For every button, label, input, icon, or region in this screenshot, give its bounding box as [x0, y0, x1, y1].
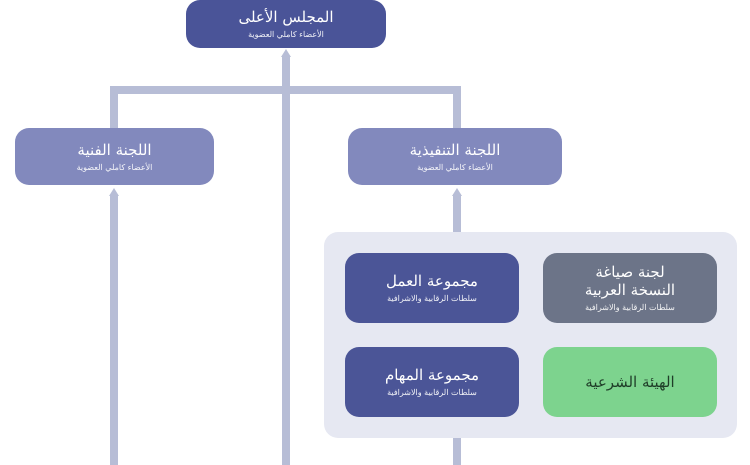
council-stem-connector — [282, 56, 290, 465]
technical-arrow-icon — [109, 188, 119, 196]
executive-committee-node[interactable]: اللجنة التنفيذية الأعضاء كاملي العضوية — [348, 128, 562, 185]
sharia-board-title: الهيئة الشرعية — [585, 373, 675, 391]
working-group-subtitle: سلطات الرقابية والاشرافية — [387, 294, 477, 303]
horizontal-branch-connector — [110, 86, 461, 94]
executive-committee-title: اللجنة التنفيذية — [409, 140, 501, 159]
executive-arrow-icon — [452, 188, 462, 196]
working-group-title: مجموعة العمل — [386, 272, 478, 290]
technical-committee-subtitle: الأعضاء كاملي العضوية — [76, 162, 153, 172]
executive-drop-connector — [453, 86, 461, 128]
task-group-node[interactable]: مجموعة المهام سلطات الرقابية والاشرافية — [345, 347, 519, 417]
technical-committee-node[interactable]: اللجنة الفنية الأعضاء كاملي العضوية — [15, 128, 214, 185]
arabic-drafting-committee-title: لجنة صياغة النسخة العربية — [584, 263, 676, 299]
technical-drop-connector — [110, 86, 118, 128]
council-title: المجلس الأعلى — [238, 8, 334, 26]
technical-stem-connector — [110, 195, 118, 465]
sharia-board-node[interactable]: الهيئة الشرعية — [543, 347, 717, 417]
technical-committee-title: اللجنة الفنية — [77, 140, 152, 159]
task-group-title: مجموعة المهام — [384, 366, 480, 384]
council-arrow-icon — [281, 49, 291, 57]
working-group-node[interactable]: مجموعة العمل سلطات الرقابية والاشرافية — [345, 253, 519, 323]
council-node[interactable]: المجلس الأعلى الأعضاء كاملي العضوية — [186, 0, 386, 48]
council-subtitle: الأعضاء كاملي العضوية — [248, 30, 324, 39]
executive-committee-subtitle: الأعضاء كاملي العضوية — [417, 162, 493, 172]
arabic-drafting-committee-node[interactable]: لجنة صياغة النسخة العربية سلطات الرقابية… — [543, 253, 717, 323]
task-group-subtitle: سلطات الرقابية والاشرافية — [387, 388, 477, 397]
arabic-drafting-committee-subtitle: سلطات الرقابية والاشرافية — [585, 303, 675, 312]
